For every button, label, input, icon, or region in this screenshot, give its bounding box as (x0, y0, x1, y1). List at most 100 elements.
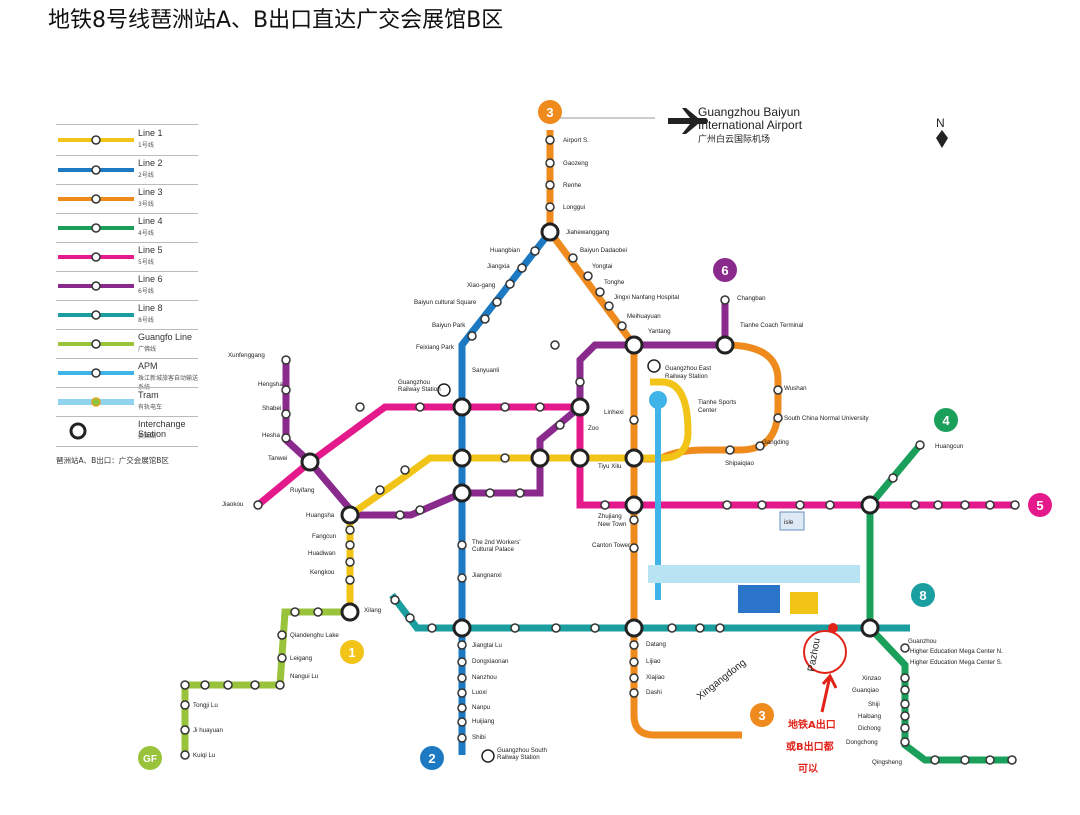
station-gf-8 (180, 680, 190, 690)
station-qingsheng (930, 755, 940, 765)
svg-text:Xiao-gang: Xiao-gang (467, 282, 496, 289)
svg-text:Jiahewanggang: Jiahewanggang (566, 229, 610, 236)
station-gf-2 (290, 607, 300, 617)
svg-text:South China Normal University: South China Normal University (784, 415, 870, 422)
pazhou-ring (803, 630, 847, 674)
station-wushan (773, 385, 783, 395)
interchange-zhujiang (624, 495, 644, 515)
interchange-stations (300, 222, 880, 638)
station-workers (457, 540, 467, 550)
svg-text:Kuiqi Lu: Kuiqi Lu (193, 752, 216, 759)
legend-apm: APM珠江新城旅客自动输送系统 (56, 361, 198, 391)
station-xunfenggang (281, 355, 291, 365)
svg-text:Guanzhou: Guanzhou (908, 638, 937, 645)
station-lujiang (590, 623, 600, 633)
exhibition-area-b (790, 592, 818, 614)
station-haibang (900, 711, 910, 721)
station-yuancun (757, 500, 767, 510)
station-luoxi (457, 688, 467, 698)
annotation-line-3: 可以 (798, 764, 818, 775)
svg-text:Xilang: Xilang (364, 607, 382, 614)
station-xiaogang-l8 (510, 623, 520, 633)
svg-text:Jiangxia: Jiangxia (487, 263, 510, 270)
svg-text:Huadiwan: Huadiwan (308, 550, 336, 557)
station-shipaiqiao (725, 445, 735, 455)
svg-text:Leigang: Leigang (290, 655, 313, 662)
station-l4-c (1007, 755, 1017, 765)
station-huangcun (915, 440, 925, 450)
station-kecun (795, 500, 805, 510)
svg-text:Baiyun Dadaobei: Baiyun Dadaobei (580, 247, 627, 254)
badge-line5: 5 (1036, 498, 1043, 513)
station-xilang-gf (313, 607, 323, 617)
station-l6-1 (395, 510, 405, 520)
svg-text:Shipaiqiao: Shipaiqiao (725, 460, 754, 467)
svg-text:Guanqiao: Guanqiao (852, 687, 879, 694)
station-gf-6 (223, 680, 233, 690)
station-airport-s (545, 135, 555, 145)
station-baiyun-cultural (492, 297, 502, 307)
station-jiangtai (457, 640, 467, 650)
station-gaozeng (545, 158, 555, 168)
north-label: N (936, 116, 945, 130)
interchange-tianhe-coach (715, 335, 735, 355)
svg-text:Fangcun: Fangcun (312, 533, 337, 540)
interchange-chebei (860, 495, 880, 515)
svg-text:Linhexi: Linhexi (604, 409, 624, 416)
svg-text:isle: isle (784, 519, 794, 526)
station-longgui (545, 202, 555, 212)
interchange-huangsha (340, 505, 360, 525)
station-jiangxia (517, 263, 527, 273)
station-changgang (427, 623, 437, 633)
svg-text:Railway Station: Railway Station (398, 386, 441, 393)
station-xiaogang (505, 279, 515, 289)
interchange-jiahewanggang (540, 222, 560, 242)
station-gf-5 (250, 680, 260, 690)
badge-line4: 4 (942, 413, 950, 428)
interchange-sanyuanli (452, 397, 472, 417)
station-kengkou (345, 575, 355, 585)
interchange-zoo (570, 448, 590, 468)
page-title: 地铁8号线琶洲站A、B出口直达广交会展馆B区 (48, 8, 504, 33)
svg-text:Airport S.: Airport S. (563, 137, 589, 144)
interchange-tiyu (624, 448, 644, 468)
rail-icon-gz (437, 383, 451, 397)
station-l5-w4 (535, 402, 545, 412)
line-badges: 3 6 4 5 8 1 2 3 GF (138, 100, 1052, 770)
pazhou-dot (828, 623, 838, 633)
svg-text:Dongxiaonan: Dongxiaonan (472, 658, 509, 665)
svg-text:Xinzao: Xinzao (862, 675, 881, 682)
station-dashadong (985, 500, 995, 510)
interchange-xilang (340, 602, 360, 622)
station-renhe (545, 180, 555, 190)
svg-text:Wushan: Wushan (784, 385, 807, 392)
badge-line1: 1 (348, 645, 355, 660)
svg-text:Datang: Datang (646, 641, 667, 648)
airplane-icon (668, 108, 708, 134)
station-tongji (180, 700, 190, 710)
svg-text:Renhe: Renhe (563, 182, 582, 189)
svg-text:Tianhe Sports: Tianhe Sports (698, 399, 736, 406)
station-jingxi (604, 301, 614, 311)
station-shiji (900, 699, 910, 709)
station-feixiang (467, 331, 477, 341)
station-l5-e1 (600, 500, 610, 510)
rail-icon-south (481, 749, 495, 763)
svg-text:Zoo: Zoo (588, 425, 599, 432)
svg-text:Center: Center (698, 407, 717, 414)
legend-note: 琶洲站A、B出口：广交会展馆B区 (56, 456, 169, 465)
station-l5-w2 (415, 402, 425, 412)
station-nanzhou (457, 673, 467, 683)
station-chebei (888, 473, 898, 483)
station-labels: Airport S. Gaozeng Renhe Longgui Jiahewa… (193, 137, 1003, 766)
station-guanzhou (900, 643, 910, 653)
svg-text:Huijiang: Huijiang (472, 718, 495, 725)
annotation-line-2: 或B出口都 (786, 742, 834, 753)
